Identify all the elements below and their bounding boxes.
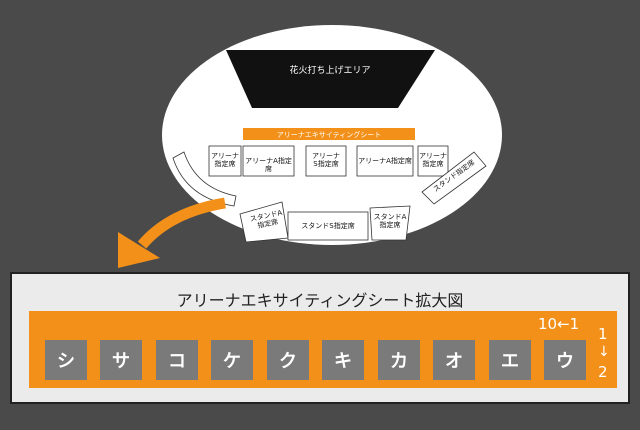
caption-line: 指定席 <box>379 221 401 230</box>
block-arena-left-small <box>208 145 242 177</box>
seat-order-label: 10←1 <box>538 315 580 333</box>
block-stand-s <box>287 211 369 241</box>
enlarged-title: アリーナエキサイティングシート拡大図 <box>176 291 464 310</box>
caption-stand-a-right: スタンドA 指定席 <box>372 213 408 229</box>
caption-line: アリーナ <box>211 152 239 160</box>
caption-line: アリーナA指定席 <box>358 157 412 165</box>
pointer-arrow <box>137 197 226 249</box>
seat[interactable]: キ <box>322 340 364 380</box>
caption-arena-s: アリーナ S指定席 <box>306 152 346 168</box>
caption-line: スタンドA <box>373 213 407 221</box>
caption-line: スタンドS指定席 <box>301 222 355 230</box>
caption-line: 指定席 <box>422 160 444 169</box>
seat[interactable]: カ <box>378 340 420 380</box>
seat[interactable]: オ <box>433 340 475 380</box>
block-arena-a-left <box>242 145 295 177</box>
row-label-bottom: 2 <box>598 363 608 381</box>
caption-arena-a-left: アリーナA指定席 <box>243 157 294 173</box>
enlarged-panel: アリーナエキサイティングシート拡大図 シ サ コ ケ ク キ カ オ エ ウ 1… <box>10 272 630 404</box>
pointer-arrowhead <box>118 232 160 268</box>
fireworks-area-label: 花火打ち上げエリア <box>289 64 370 76</box>
caption-line: アリーナA指定席 <box>245 157 292 174</box>
seat-band: シ サ コ ケ ク キ カ オ エ ウ 10←1 1 ↓ 2 <box>29 311 617 388</box>
caption-line: アリーナ <box>419 152 447 160</box>
block-arena-a-right <box>356 145 414 177</box>
caption-arena-a-right: アリーナA指定席 <box>357 157 413 165</box>
arena-excite-seat-bar <box>243 128 415 140</box>
seat[interactable]: ケ <box>211 340 253 380</box>
block-stand-left-curve <box>172 151 237 207</box>
caption-stand-s: スタンドS指定席 <box>288 222 368 230</box>
caption-line: アリーナ <box>312 152 340 160</box>
seat[interactable]: ク <box>267 340 309 380</box>
block-arena-right-small <box>417 145 449 177</box>
fireworks-area <box>226 50 435 108</box>
seat[interactable]: エ <box>489 340 531 380</box>
block-stand-right-diag <box>421 151 487 205</box>
block-stand-a-right <box>369 205 411 241</box>
seat[interactable]: シ <box>45 340 87 380</box>
arena-excite-seat-label: アリーナエキサイティングシート <box>277 130 381 139</box>
seat[interactable]: サ <box>100 340 142 380</box>
caption-line: S指定席 <box>313 160 339 169</box>
block-arena-s <box>305 145 347 177</box>
seat[interactable]: コ <box>156 340 198 380</box>
row-label-top: 1 <box>598 325 608 343</box>
caption-line: 指定席 <box>214 160 236 169</box>
row-arrow-icon: ↓ <box>598 344 610 360</box>
caption-arena-right-small: アリーナ 指定席 <box>418 152 448 168</box>
seat[interactable]: ウ <box>544 340 586 380</box>
caption-arena-left-small: アリーナ 指定席 <box>209 152 241 168</box>
